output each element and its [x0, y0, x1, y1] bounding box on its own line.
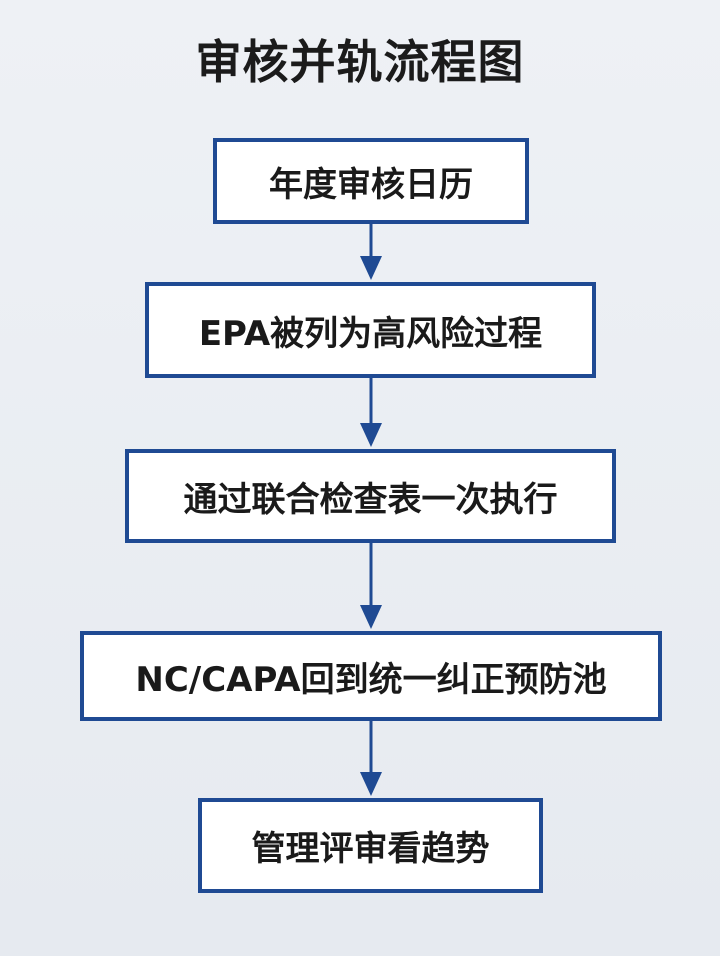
arrow-4-to-5	[360, 721, 382, 796]
flow-step-5: 管理评审看趋势	[198, 798, 543, 893]
flow-step-3-label: 通过联合检查表一次执行	[183, 479, 558, 520]
arrow-3-to-4	[360, 543, 382, 629]
arrow-2-to-3	[360, 378, 382, 447]
flow-step-3: 通过联合检查表一次执行	[125, 449, 616, 543]
flow-step-1: 年度审核日历	[213, 138, 529, 224]
flow-step-2-label: EPA被列为高风险过程	[198, 313, 543, 354]
flow-step-4-label: NC/CAPA回到统一纠正预防池	[135, 659, 607, 700]
flow-step-2: EPA被列为高风险过程	[145, 282, 596, 378]
arrow-1-to-2	[360, 224, 382, 280]
flow-step-4: NC/CAPA回到统一纠正预防池	[80, 631, 662, 721]
diagram-title: 审核并轨流程图	[195, 35, 525, 89]
flow-step-5-label: 管理评审看趋势	[251, 829, 490, 869]
flow-step-1-label: 年度审核日历	[269, 164, 473, 205]
